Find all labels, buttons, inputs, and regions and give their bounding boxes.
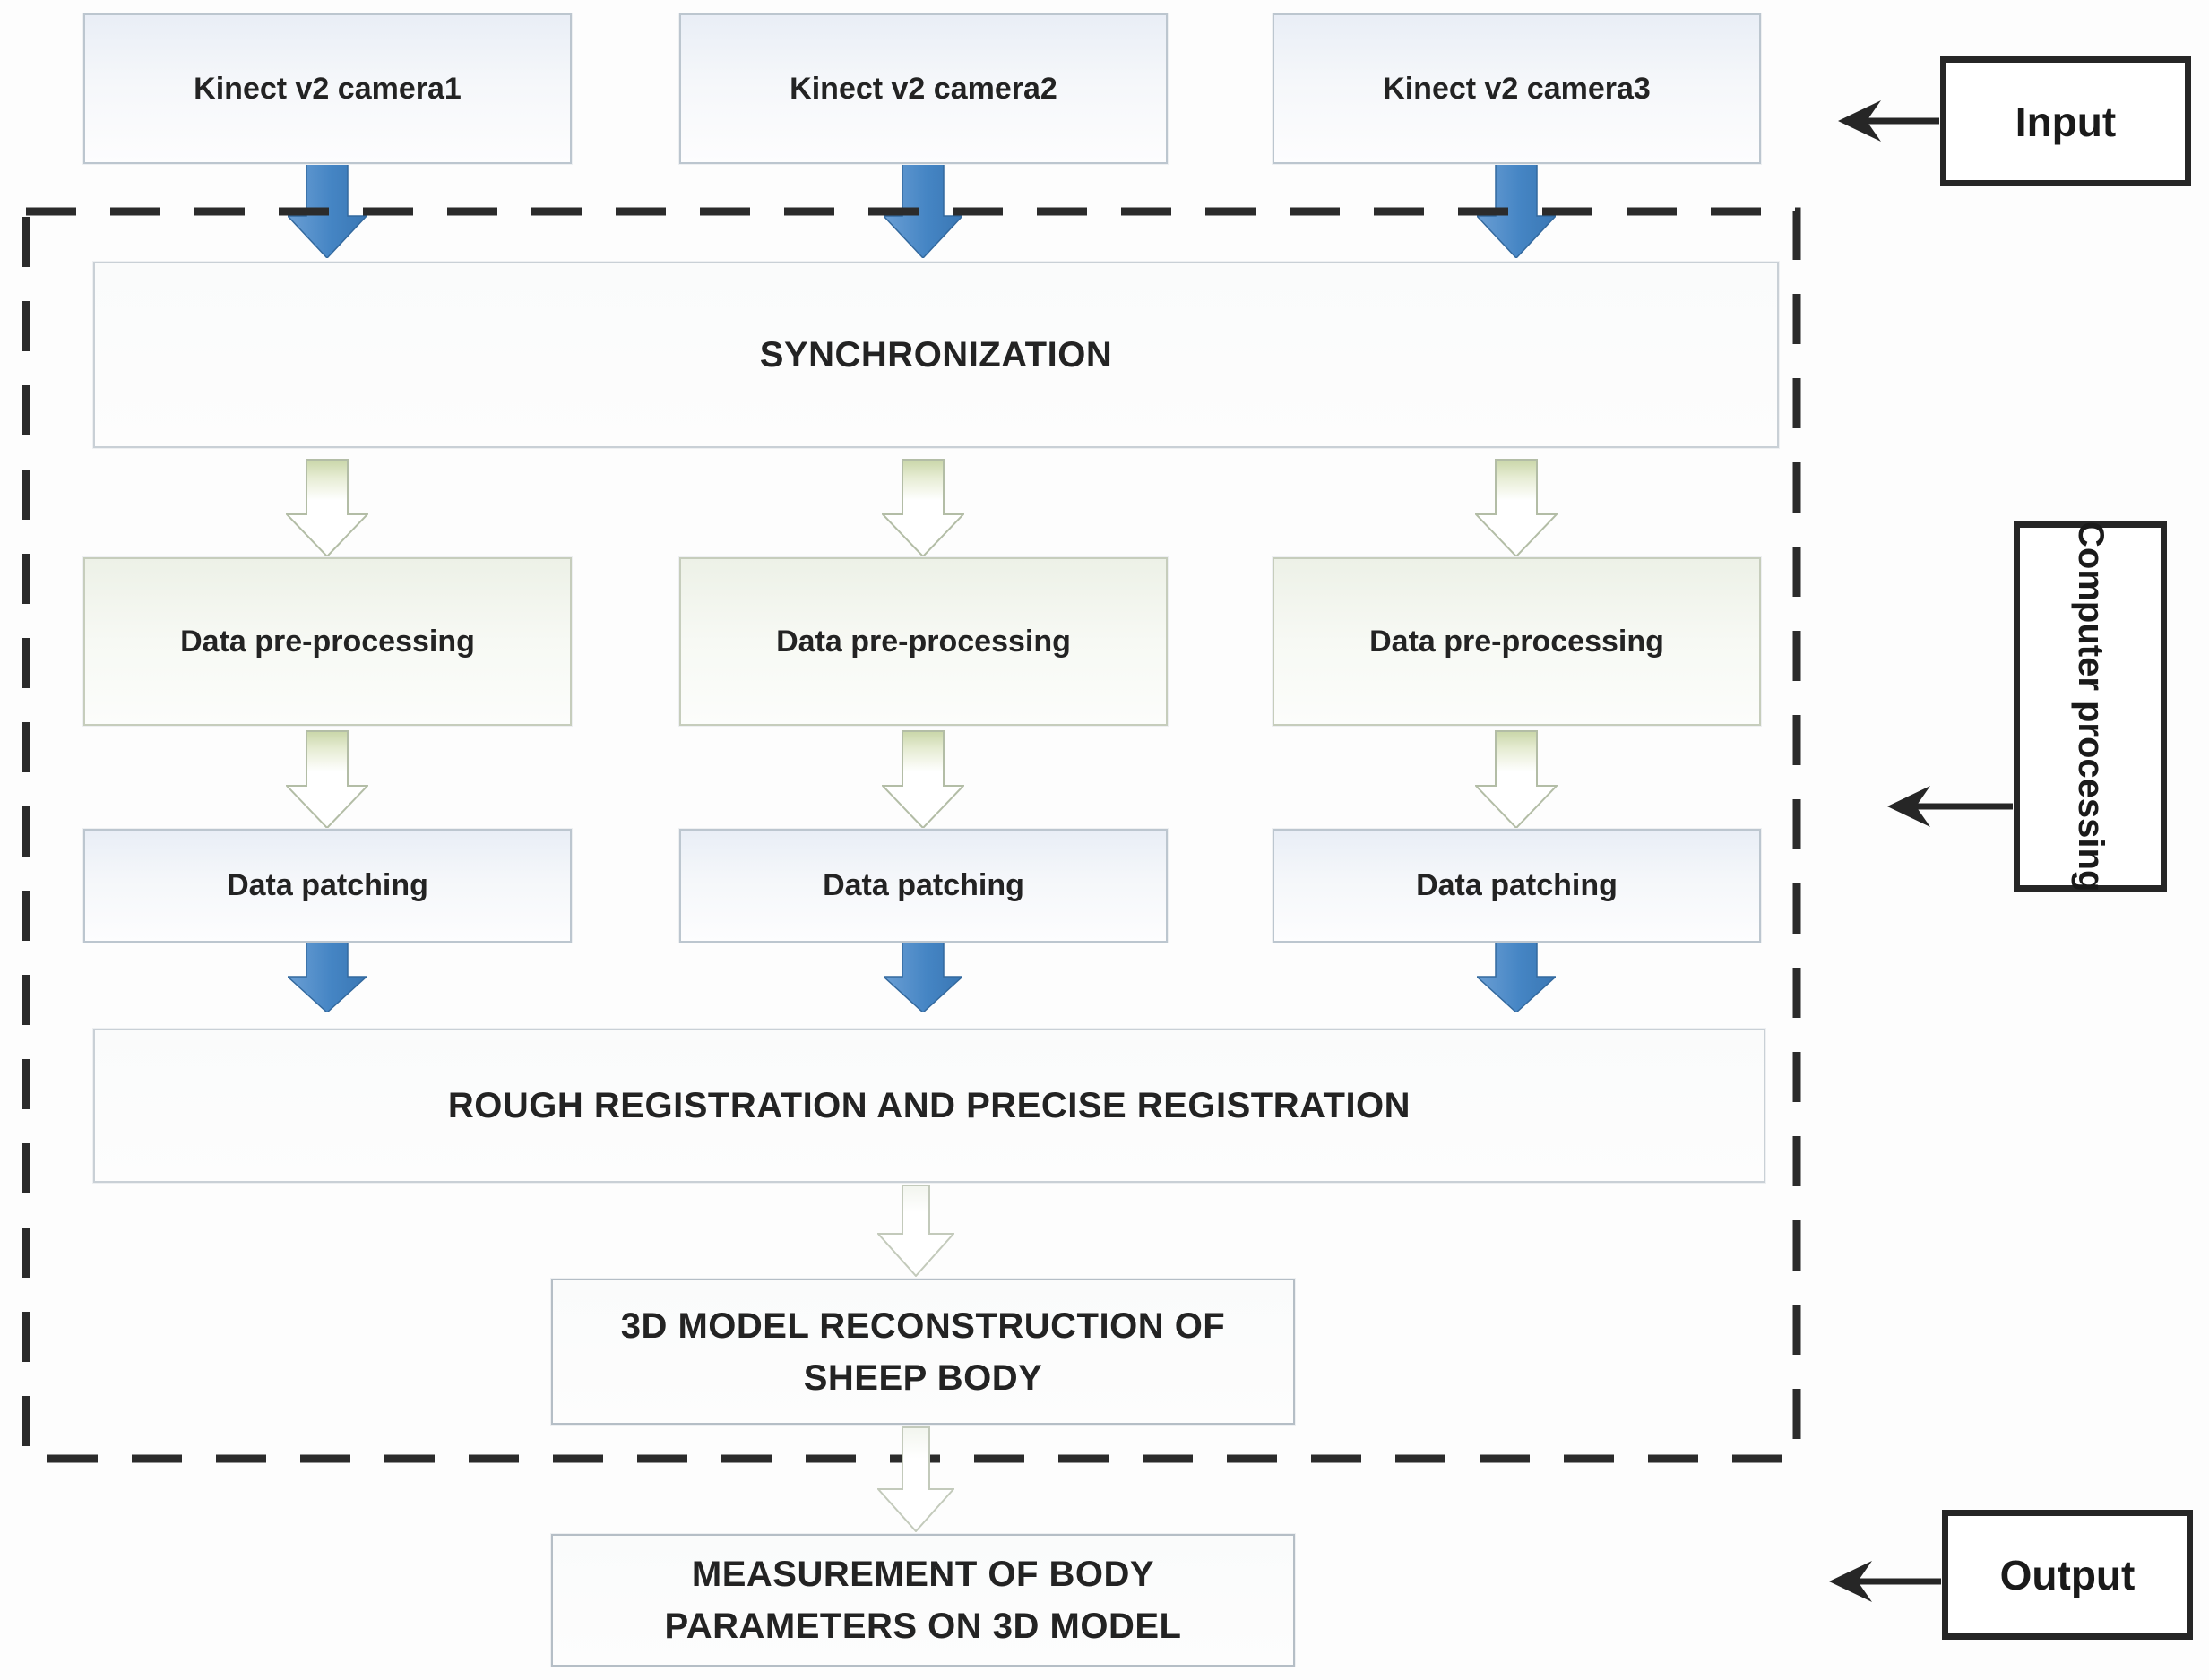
flow-node-patching-1: Data patching bbox=[83, 829, 572, 943]
flow-node-label: Kinect v2 camera3 bbox=[1383, 71, 1651, 106]
annotation-box-computer-processing: Computer processing bbox=[2014, 521, 2167, 892]
white-down-arrow-icon bbox=[882, 459, 964, 557]
flow-node-label: MEASUREMENT OF BODY PARAMETERS ON 3D MOD… bbox=[665, 1548, 1182, 1652]
flow-node-label: Data patching bbox=[823, 868, 1024, 902]
flow-node-label: Data pre-processing bbox=[1369, 624, 1664, 659]
flow-node-label: ROUGH REGISTRATION AND PRECISE REGISTRAT… bbox=[447, 1085, 1411, 1125]
flow-node-preprocessing-2: Data pre-processing bbox=[679, 557, 1168, 726]
flow-node-reconstruction: 3D MODEL RECONSTRUCTION OF SHEEP BODY bbox=[551, 1279, 1295, 1425]
flow-node-patching-2: Data patching bbox=[679, 829, 1168, 943]
flow-node-preprocessing-1: Data pre-processing bbox=[83, 557, 572, 726]
flow-node-label: Data pre-processing bbox=[776, 624, 1071, 659]
flow-node-measurement: MEASUREMENT OF BODY PARAMETERS ON 3D MOD… bbox=[551, 1534, 1295, 1667]
annotation-label: Computer processing bbox=[2071, 521, 2110, 892]
blue-down-arrow-icon bbox=[288, 943, 367, 1012]
flow-node-label: Data patching bbox=[227, 868, 428, 902]
measurement-line-1: MEASUREMENT OF BODY bbox=[691, 1555, 1155, 1594]
white-down-arrow-icon bbox=[286, 730, 368, 829]
flow-node-patching-3: Data patching bbox=[1273, 829, 1761, 943]
flow-node-label: Data patching bbox=[1416, 868, 1618, 902]
white-down-arrow-icon bbox=[1475, 730, 1558, 829]
flow-node-label: Data pre-processing bbox=[180, 624, 475, 659]
flow-node-label: 3D MODEL RECONSTRUCTION OF SHEEP BODY bbox=[621, 1300, 1226, 1404]
annotation-label: Input bbox=[2015, 98, 2117, 145]
blue-down-arrow-icon bbox=[1477, 943, 1556, 1012]
flow-node-preprocessing-3: Data pre-processing bbox=[1273, 557, 1761, 726]
blue-down-arrow-icon bbox=[884, 943, 962, 1012]
measurement-line-2: PARAMETERS ON 3D MODEL bbox=[664, 1607, 1182, 1646]
annotation-arrow-left-icon bbox=[1829, 1561, 1941, 1602]
white-down-arrow-icon bbox=[877, 1426, 954, 1532]
flow-node-label: Kinect v2 camera2 bbox=[790, 71, 1057, 106]
blue-down-arrow-icon bbox=[884, 164, 962, 258]
reconstruction-line-2: SHEEP BODY bbox=[803, 1357, 1043, 1398]
flow-node-synchronization: SYNCHRONIZATION bbox=[93, 262, 1779, 448]
flow-node-label: Kinect v2 camera1 bbox=[194, 71, 462, 106]
annotation-box-input: Input bbox=[1940, 56, 2191, 186]
annotation-arrow-left-icon bbox=[1887, 786, 2013, 827]
reconstruction-line-1: 3D MODEL RECONSTRUCTION OF bbox=[620, 1305, 1226, 1346]
blue-down-arrow-icon bbox=[1477, 164, 1556, 258]
flow-node-kinect-camera-3: Kinect v2 camera3 bbox=[1273, 13, 1761, 164]
white-down-arrow-icon bbox=[286, 459, 368, 557]
blue-down-arrow-icon bbox=[288, 164, 367, 258]
flow-node-kinect-camera-2: Kinect v2 camera2 bbox=[679, 13, 1168, 164]
white-down-arrow-icon bbox=[882, 730, 964, 829]
flow-node-kinect-camera-1: Kinect v2 camera1 bbox=[83, 13, 572, 164]
flow-node-registration: ROUGH REGISTRATION AND PRECISE REGISTRAT… bbox=[93, 1029, 1765, 1183]
annotation-box-output: Output bbox=[1942, 1510, 2193, 1640]
white-down-arrow-icon bbox=[1475, 459, 1558, 557]
flow-node-label: SYNCHRONIZATION bbox=[759, 334, 1113, 375]
annotation-label: Output bbox=[1999, 1551, 2136, 1598]
annotation-arrow-left-icon bbox=[1838, 100, 1939, 142]
white-down-arrow-icon bbox=[877, 1185, 954, 1277]
